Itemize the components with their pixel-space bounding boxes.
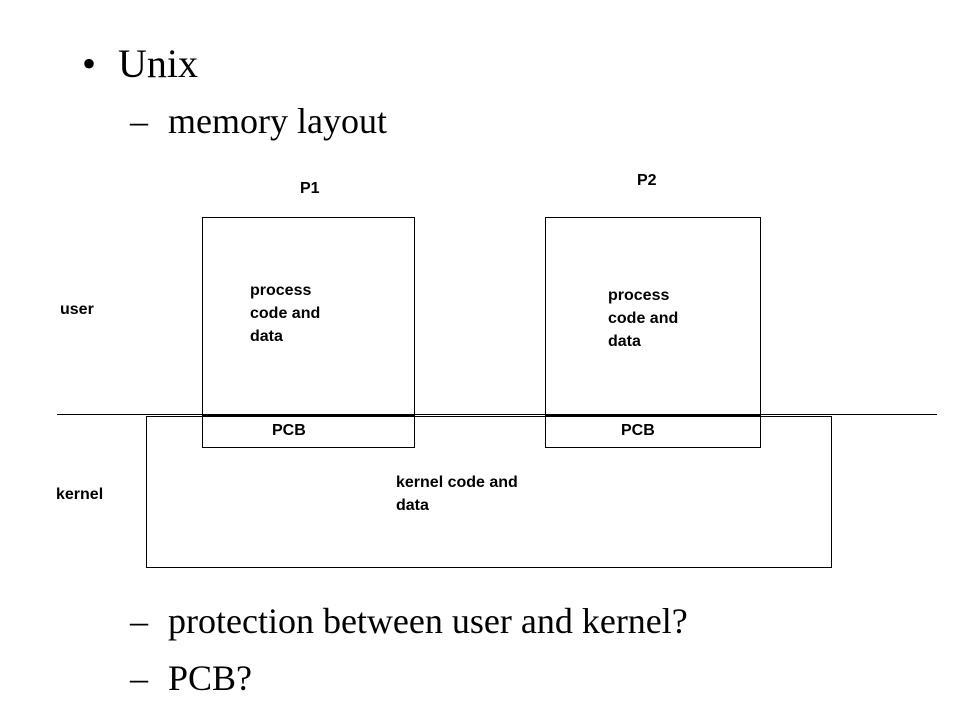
user-kernel-boundary-line xyxy=(57,414,937,415)
p2-label: P2 xyxy=(637,172,657,189)
p2-process-text: process code and data xyxy=(608,287,679,350)
p1-pcb-box xyxy=(202,415,415,448)
subpoint-text: PCB? xyxy=(168,658,253,698)
p1-pcb-label: PCB xyxy=(272,422,306,439)
kernel-region-box xyxy=(146,416,832,568)
subpoint-protection: –protection between user and kernel? xyxy=(130,600,688,642)
subpoint-memory-layout: –memory layout xyxy=(130,100,387,142)
p2-pcb-label: PCB xyxy=(621,422,655,439)
bullet-dot: • xyxy=(82,41,97,86)
p2-pcb-box xyxy=(545,415,761,448)
title-text: Unix xyxy=(118,41,198,86)
p1-label: P1 xyxy=(300,180,320,197)
p1-process-text: process code and data xyxy=(250,282,321,345)
kernel-space-label: kernel xyxy=(56,486,104,503)
dash-marker: – xyxy=(130,101,148,141)
subpoint-text: protection between user and kernel? xyxy=(168,601,688,641)
dash-marker: – xyxy=(130,658,148,698)
subpoint-text: memory layout xyxy=(168,101,387,141)
user-space-label: user xyxy=(60,301,94,318)
kernel-content-text: kernel code and data xyxy=(396,474,518,514)
subpoint-pcb: –PCB? xyxy=(130,657,252,699)
slide-title: • Unix xyxy=(82,40,198,87)
dash-marker: – xyxy=(130,601,148,641)
